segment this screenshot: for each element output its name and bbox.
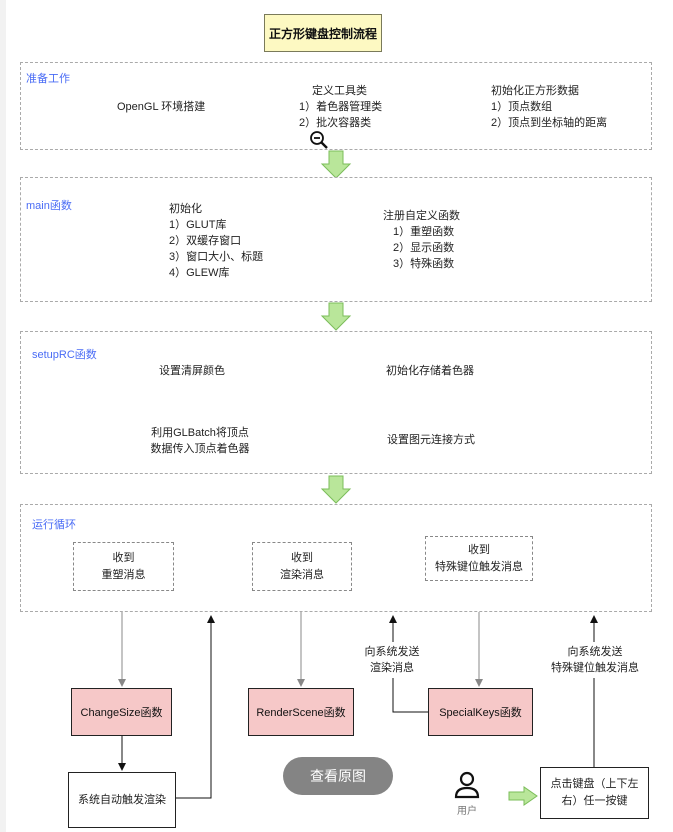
send-render-line-1: 向系统发送 bbox=[364, 646, 420, 658]
env-setup-text: OpenGL 环境搭建 bbox=[117, 101, 206, 113]
init-data-item-1: 1）顶点数组 bbox=[491, 101, 553, 113]
setup-primitive: 设置图元连接方式 bbox=[387, 434, 475, 446]
change-size-box: ChangeSize函数 bbox=[71, 688, 172, 736]
special-keys-box: SpecialKeys函数 bbox=[428, 688, 533, 736]
arrow-autorender-to-loop bbox=[176, 615, 215, 799]
user-label: 用户 bbox=[457, 806, 477, 817]
diagram-title: 正方形键盘控制流程 bbox=[264, 14, 382, 52]
setup-batch-line-1: 利用GLBatch将顶点 bbox=[151, 427, 249, 439]
render-scene-box: RenderScene函数 bbox=[248, 688, 354, 736]
big-arrow-prep-to-main bbox=[320, 150, 352, 179]
section-main bbox=[20, 177, 652, 302]
key-press-box: 点击键盘（上下左 右）任一按键 bbox=[540, 767, 649, 819]
green-right-arrow-icon bbox=[508, 786, 538, 806]
section-setup bbox=[20, 331, 652, 474]
tools-title-text: 定义工具类 bbox=[312, 85, 367, 97]
recv-reshape-line-2: 重塑消息 bbox=[101, 568, 146, 581]
recv-special-box: 收到 特殊键位触发消息 bbox=[425, 536, 533, 581]
big-arrow-main-to-setup bbox=[320, 302, 352, 331]
main-init-title: 初始化 bbox=[169, 203, 202, 215]
arrow-specialkeys-to-send-render bbox=[392, 678, 428, 713]
recv-special-line-1: 收到 bbox=[468, 543, 490, 556]
recv-render-line-2: 渲染消息 bbox=[280, 568, 324, 581]
view-original-button[interactable]: 查看原图 bbox=[283, 757, 393, 795]
tools-item-2: 2）批次容器类 bbox=[299, 117, 372, 129]
setup-batch-line-2: 数据传入顶点着色器 bbox=[150, 443, 250, 455]
register-item-1: 1）重塑函数 bbox=[393, 226, 455, 238]
register-title: 注册自定义函数 bbox=[383, 210, 460, 222]
main-init-item-4: 4）GLEW库 bbox=[169, 267, 230, 279]
send-render-line-2: 渲染消息 bbox=[370, 662, 414, 674]
recv-render-line-1: 收到 bbox=[291, 551, 313, 564]
init-data-title: 初始化正方形数据 bbox=[491, 85, 579, 97]
setup-shader-init: 初始化存储着色器 bbox=[386, 365, 474, 377]
main-init-item-1: 1）GLUT库 bbox=[169, 219, 227, 231]
main-init-item-3: 3）窗口大小、标题 bbox=[169, 251, 264, 263]
recv-render-box: 收到 渲染消息 bbox=[252, 542, 352, 591]
send-special-line-2: 特殊键位触发消息 bbox=[551, 662, 639, 674]
recv-reshape-line-1: 收到 bbox=[112, 551, 135, 564]
register-item-2: 2）显示函数 bbox=[393, 242, 455, 254]
auto-render-box: 系统自动触发渲染 bbox=[68, 772, 176, 828]
send-special-line-1: 向系统发送 bbox=[567, 646, 623, 658]
section-main-label: main函数 bbox=[26, 200, 72, 212]
main-init-item-2: 2）双缓存窗口 bbox=[169, 235, 242, 247]
recv-reshape-box: 收到 重塑消息 bbox=[73, 542, 174, 591]
section-loop-label: 运行循环 bbox=[32, 519, 76, 531]
section-setup-label: setupRC函数 bbox=[32, 349, 97, 361]
setup-clear-color: 设置清屏颜色 bbox=[159, 365, 225, 377]
section-prep-label: 准备工作 bbox=[26, 73, 70, 85]
left-edge-strip bbox=[0, 0, 6, 832]
tools-item-1: 1）着色器管理类 bbox=[299, 101, 383, 113]
key-press-line-2: 右）任一按键 bbox=[561, 795, 628, 807]
section-prep bbox=[20, 62, 652, 150]
key-press-line-1: 点击键盘（上下左 bbox=[550, 778, 639, 790]
register-item-3: 3）特殊函数 bbox=[393, 258, 455, 270]
zoom-out-cursor-icon bbox=[309, 130, 329, 150]
init-data-item-2: 2）顶点到坐标轴的距离 bbox=[491, 117, 608, 129]
recv-special-line-2: 特殊键位触发消息 bbox=[435, 560, 523, 573]
user-icon bbox=[452, 770, 482, 800]
big-arrow-setup-to-loop bbox=[320, 475, 352, 504]
